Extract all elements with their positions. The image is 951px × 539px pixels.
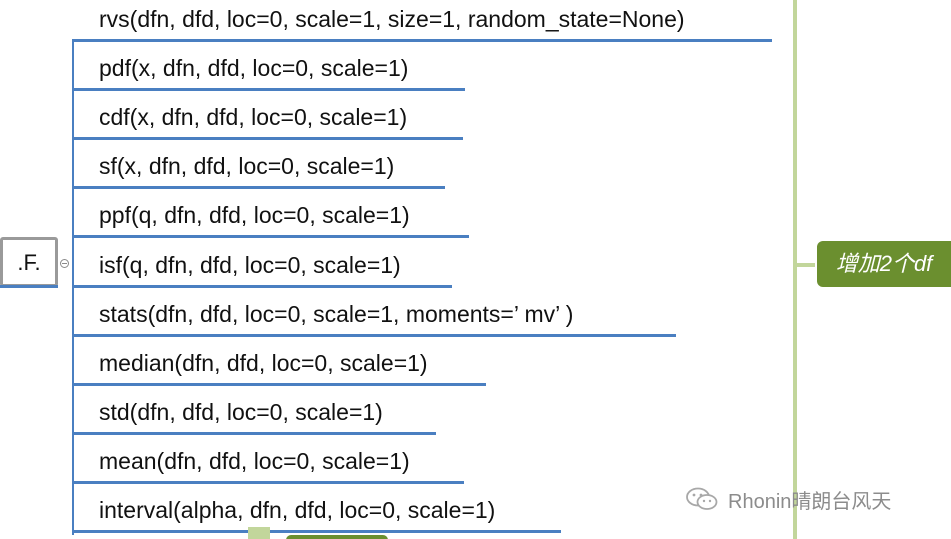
method-cdf-underline — [72, 137, 463, 140]
branch-connector — [72, 41, 74, 535]
method-isf[interactable]: isf(q, dfn, dfd, loc=0, scale=1) — [99, 252, 401, 278]
method-sf-underline — [72, 186, 445, 189]
bracket-connector — [797, 263, 815, 267]
callout-tag[interactable]: 增加2个df — [817, 241, 951, 287]
root-node-underline — [0, 285, 58, 288]
root-node-label: .F. — [17, 250, 41, 275]
collapse-toggle-icon[interactable] — [60, 259, 69, 268]
method-rvs-underline — [72, 39, 772, 42]
method-mean-underline — [72, 481, 464, 484]
method-cdf[interactable]: cdf(x, dfn, dfd, loc=0, scale=1) — [99, 104, 408, 130]
method-rvs[interactable]: rvs(dfn, dfd, loc=0, scale=1, size=1, ra… — [99, 6, 685, 32]
method-pdf[interactable]: pdf(x, dfn, dfd, loc=0, scale=1) — [99, 55, 409, 81]
method-ppf[interactable]: ppf(q, dfn, dfd, loc=0, scale=1) — [99, 202, 410, 228]
method-ppf-underline — [72, 235, 469, 238]
method-median[interactable]: median(dfn, dfd, loc=0, scale=1) — [99, 350, 428, 376]
group-bracket — [793, 0, 797, 539]
method-interval-underline — [72, 530, 561, 533]
watermark: Rhonin晴朗台风天 — [684, 485, 891, 513]
root-node[interactable]: .F. — [0, 237, 58, 287]
method-mean[interactable]: mean(dfn, dfd, loc=0, scale=1) — [99, 448, 410, 474]
callout-tag-label: 增加2个df — [835, 251, 933, 276]
method-stats-underline — [72, 334, 676, 337]
method-pdf-underline — [72, 88, 465, 91]
method-sf[interactable]: sf(x, dfn, dfd, loc=0, scale=1) — [99, 153, 395, 179]
wechat-icon — [686, 487, 718, 510]
method-std[interactable]: std(dfn, dfd, loc=0, scale=1) — [99, 399, 383, 425]
method-interval[interactable]: interval(alpha, dfn, dfd, loc=0, scale=1… — [99, 497, 496, 523]
watermark-text: Rhonin晴朗台风天 — [728, 490, 892, 513]
method-isf-underline — [72, 285, 452, 288]
method-std-underline — [72, 432, 436, 435]
method-stats[interactable]: stats(dfn, dfd, loc=0, scale=1, moments=… — [99, 301, 574, 327]
method-median-underline — [72, 383, 486, 386]
bottom-connector — [248, 527, 270, 539]
next-node-partial — [286, 535, 388, 539]
